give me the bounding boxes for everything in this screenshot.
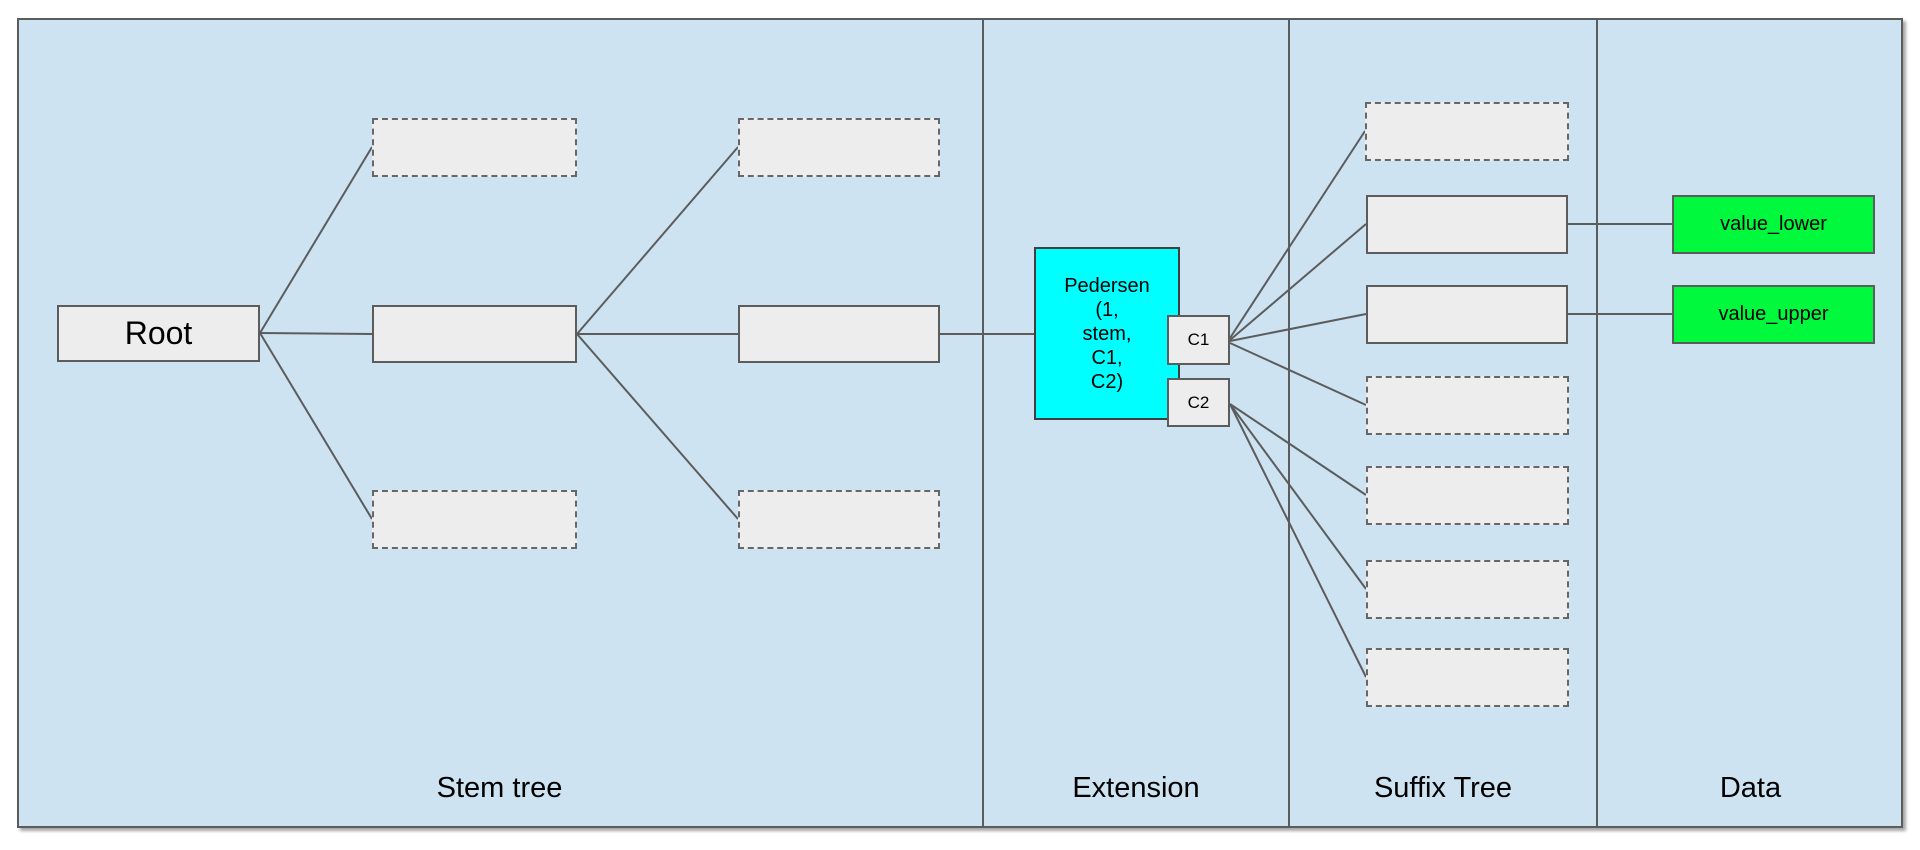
root-node: Root bbox=[57, 305, 260, 362]
section-label-extension: Extension bbox=[1072, 771, 1200, 804]
suffix-node-dashed-4 bbox=[1366, 376, 1569, 435]
stem-l2-node-dashed-top bbox=[372, 118, 577, 177]
c1-port-node: C1 bbox=[1167, 315, 1230, 365]
section-label-suffix-tree: Suffix Tree bbox=[1373, 771, 1513, 804]
stem-l2-node-solid-middle bbox=[372, 305, 577, 363]
stem-l2-node-dashed-bottom bbox=[372, 490, 577, 549]
c2-port-node: C2 bbox=[1167, 378, 1230, 427]
pedersen-node-label: Pedersen (1, stem, C1, C2) bbox=[1064, 274, 1150, 393]
c2-port-label: C2 bbox=[1187, 392, 1210, 412]
section-divider-stem-extension bbox=[982, 18, 984, 828]
section-divider-suffix-data bbox=[1596, 18, 1598, 828]
suffix-node-dashed-5 bbox=[1366, 466, 1569, 525]
c1-port-label: C1 bbox=[1187, 330, 1210, 349]
suffix-node-dashed-1 bbox=[1365, 102, 1569, 161]
suffix-node-solid-2 bbox=[1366, 195, 1568, 254]
value-upper-node: value_upper bbox=[1672, 285, 1875, 344]
section-label-data: Data bbox=[1719, 771, 1782, 804]
suffix-node-dashed-6 bbox=[1366, 560, 1569, 619]
stem-l3-node-dashed-top bbox=[738, 118, 940, 177]
value-lower-label: value_lower bbox=[1720, 213, 1827, 235]
section-label-stem-tree: Stem tree bbox=[436, 771, 563, 804]
pedersen-commitment-node: Pedersen (1, stem, C1, C2) bbox=[1034, 247, 1180, 420]
root-node-label: Root bbox=[124, 315, 193, 351]
stem-l3-node-solid-middle bbox=[738, 305, 940, 363]
value-upper-label: value_upper bbox=[1718, 303, 1829, 325]
section-divider-extension-suffix bbox=[1288, 18, 1290, 828]
suffix-node-solid-3 bbox=[1366, 285, 1568, 344]
stem-l3-node-dashed-bottom bbox=[738, 490, 940, 549]
value-lower-node: value_lower bbox=[1672, 195, 1875, 254]
suffix-node-dashed-7 bbox=[1366, 648, 1569, 707]
diagram-panel bbox=[17, 18, 1903, 828]
